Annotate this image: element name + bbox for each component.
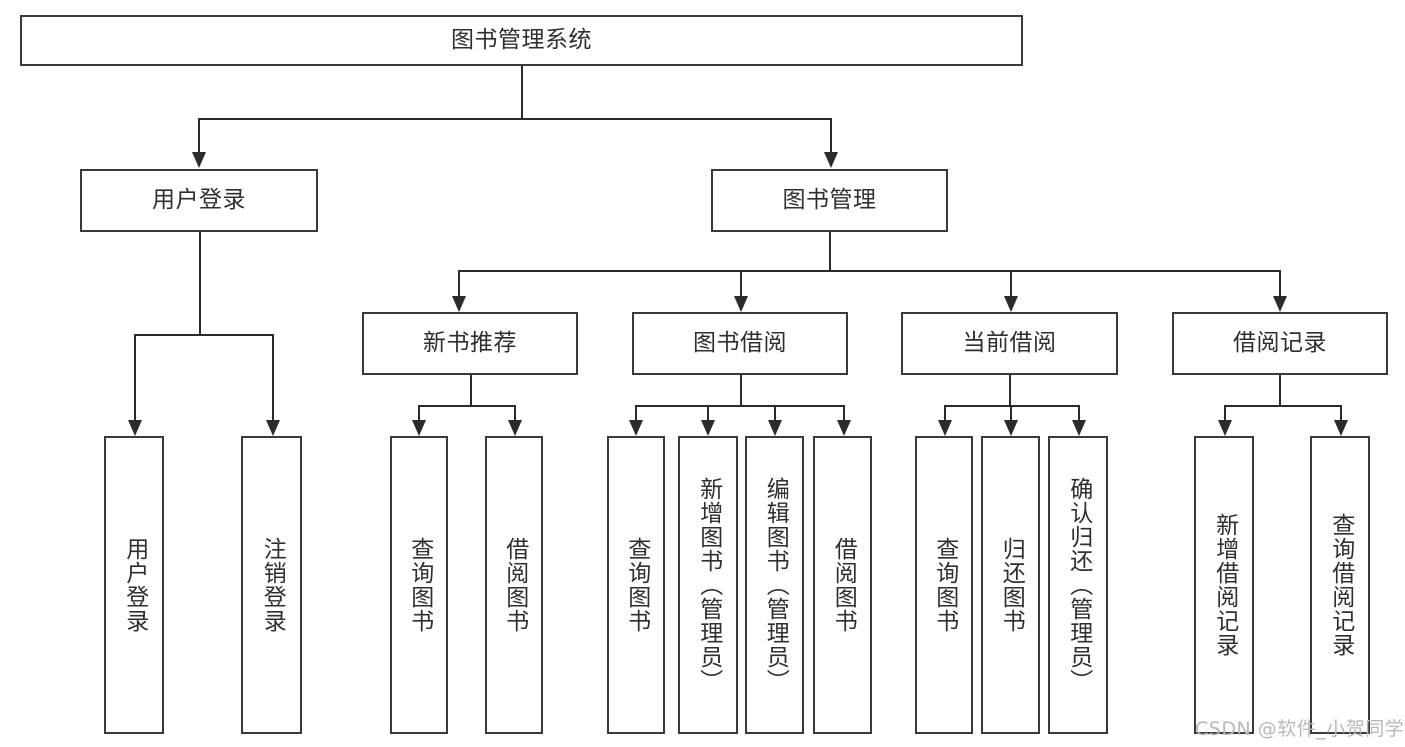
connector-cb-to-l2 bbox=[1010, 405, 1012, 420]
node-current-borrow-label: 当前借阅 bbox=[962, 329, 1057, 356]
node-leaf-borrow-book-2-label: 借阅图书 bbox=[830, 537, 857, 633]
arrow-borrow-record-icon bbox=[1273, 296, 1287, 312]
node-user-login-label: 用户登录 bbox=[152, 186, 246, 213]
node-leaf-add-record[interactable]: 新增借阅记录 bbox=[1194, 436, 1254, 734]
connector-cb-to-l3 bbox=[1078, 405, 1080, 420]
node-book-borrow[interactable]: 图书借阅 bbox=[632, 312, 848, 375]
node-leaf-query-book-3[interactable]: 查询图书 bbox=[915, 436, 973, 734]
node-root[interactable]: 图书管理系统 bbox=[20, 15, 1023, 66]
connector-book-borrow-trunk bbox=[740, 375, 742, 405]
arrow-leaf-query-record-icon bbox=[1334, 420, 1348, 436]
connector-borrow-record-bar bbox=[1224, 405, 1340, 407]
node-book-management[interactable]: 图书管理 bbox=[711, 169, 948, 232]
arrow-leaf-return-book-icon bbox=[1004, 420, 1018, 436]
node-leaf-query-book-3-label: 查询图书 bbox=[931, 537, 958, 633]
connector-new-book-bar bbox=[418, 405, 514, 407]
node-root-label: 图书管理系统 bbox=[451, 26, 592, 53]
connector-bb-to-l3 bbox=[774, 405, 776, 420]
node-leaf-add-book[interactable]: 新增图书（管理员） bbox=[678, 436, 738, 734]
node-book-management-label: 图书管理 bbox=[782, 186, 877, 213]
connector-new-book-trunk bbox=[470, 375, 472, 405]
arrow-book-management-icon bbox=[824, 152, 838, 168]
connector-root-to-user-login bbox=[198, 118, 200, 152]
node-borrow-record-label: 借阅记录 bbox=[1233, 329, 1327, 356]
arrow-book-borrow-icon bbox=[734, 296, 748, 312]
connector-nb-to-l1 bbox=[418, 405, 420, 420]
arrow-leaf-borrow-book-1-icon bbox=[508, 420, 522, 436]
arrow-leaf-add-record-icon bbox=[1218, 420, 1232, 436]
node-leaf-return-book-label: 归还图书 bbox=[998, 537, 1025, 633]
connector-bm-to-current-borrow bbox=[1010, 270, 1012, 296]
arrow-leaf-user-login-icon bbox=[128, 420, 142, 436]
arrow-new-book-icon bbox=[452, 296, 466, 312]
node-leaf-borrow-book-1[interactable]: 借阅图书 bbox=[485, 436, 543, 734]
arrow-user-login-icon bbox=[192, 152, 206, 168]
connector-book-management-bar bbox=[458, 270, 1279, 272]
connector-book-borrow-bar bbox=[635, 405, 843, 407]
node-leaf-query-book-2-label: 查询图书 bbox=[623, 537, 650, 633]
node-current-borrow[interactable]: 当前借阅 bbox=[901, 312, 1118, 375]
node-leaf-user-login-label: 用户登录 bbox=[121, 537, 148, 633]
node-leaf-confirm-return[interactable]: 确认归还（管理员） bbox=[1048, 436, 1108, 734]
connector-br-to-l2 bbox=[1340, 405, 1342, 420]
node-book-borrow-label: 图书借阅 bbox=[693, 329, 787, 356]
node-user-login[interactable]: 用户登录 bbox=[80, 169, 318, 232]
node-borrow-record[interactable]: 借阅记录 bbox=[1172, 312, 1388, 375]
connector-user-login-to-leaf2 bbox=[272, 334, 274, 420]
node-leaf-query-record[interactable]: 查询借阅记录 bbox=[1310, 436, 1370, 734]
connector-book-management-trunk bbox=[829, 232, 831, 270]
node-leaf-edit-book-label: 编辑图书（管理员） bbox=[762, 477, 789, 693]
connector-br-to-l1 bbox=[1224, 405, 1226, 420]
node-leaf-query-book-2[interactable]: 查询图书 bbox=[607, 436, 665, 734]
connector-nb-to-l2 bbox=[514, 405, 516, 420]
connector-bb-to-l4 bbox=[843, 405, 845, 420]
connector-user-login-trunk bbox=[199, 232, 201, 334]
arrow-leaf-confirm-return-icon bbox=[1072, 420, 1086, 436]
arrow-current-borrow-icon bbox=[1004, 296, 1018, 312]
connector-cb-to-l1 bbox=[944, 405, 946, 420]
connector-bm-to-new-book bbox=[458, 270, 460, 296]
node-leaf-user-login[interactable]: 用户登录 bbox=[104, 436, 164, 734]
node-leaf-logout[interactable]: 注销登录 bbox=[241, 436, 302, 734]
node-new-book-recommend[interactable]: 新书推荐 bbox=[362, 312, 578, 375]
node-leaf-add-book-label: 新增图书（管理员） bbox=[695, 477, 722, 693]
csdn-watermark: CSDN @软件_小贺同学 bbox=[1195, 718, 1405, 740]
node-leaf-query-record-label: 查询借阅记录 bbox=[1327, 513, 1354, 657]
node-leaf-edit-book[interactable]: 编辑图书（管理员） bbox=[745, 436, 804, 734]
connector-root-to-book-management bbox=[830, 118, 832, 152]
connector-bm-to-borrow-record bbox=[1279, 270, 1281, 296]
connector-borrow-record-trunk bbox=[1279, 375, 1281, 405]
node-leaf-logout-label: 注销登录 bbox=[259, 537, 286, 633]
arrow-leaf-query-book-2-icon bbox=[629, 420, 643, 436]
arrow-leaf-add-book-icon bbox=[701, 420, 715, 436]
node-new-book-recommend-label: 新书推荐 bbox=[423, 329, 517, 356]
node-leaf-query-book-1-label: 查询图书 bbox=[406, 537, 433, 633]
node-leaf-return-book[interactable]: 归还图书 bbox=[981, 436, 1040, 734]
node-leaf-confirm-return-label: 确认归还（管理员） bbox=[1065, 477, 1092, 693]
connector-root-trunk bbox=[521, 66, 523, 118]
connector-current-borrow-trunk bbox=[1009, 375, 1011, 405]
node-leaf-query-book-1[interactable]: 查询图书 bbox=[390, 436, 448, 734]
node-leaf-borrow-book-1-label: 借阅图书 bbox=[501, 537, 528, 633]
node-leaf-add-record-label: 新增借阅记录 bbox=[1211, 513, 1238, 657]
node-leaf-borrow-book-2[interactable]: 借阅图书 bbox=[813, 436, 872, 734]
connector-bm-to-book-borrow bbox=[740, 270, 742, 296]
arrow-leaf-edit-book-icon bbox=[768, 420, 782, 436]
connector-user-login-to-leaf1 bbox=[134, 334, 136, 420]
connector-user-login-bar bbox=[134, 334, 272, 336]
arrow-leaf-logout-icon bbox=[266, 420, 280, 436]
arrow-leaf-query-book-1-icon bbox=[412, 420, 426, 436]
arrow-leaf-query-book-3-icon bbox=[938, 420, 952, 436]
connector-bb-to-l2 bbox=[707, 405, 709, 420]
connector-bb-to-l1 bbox=[635, 405, 637, 420]
arrow-leaf-borrow-book-2-icon bbox=[837, 420, 851, 436]
connector-root-bar bbox=[198, 118, 830, 120]
